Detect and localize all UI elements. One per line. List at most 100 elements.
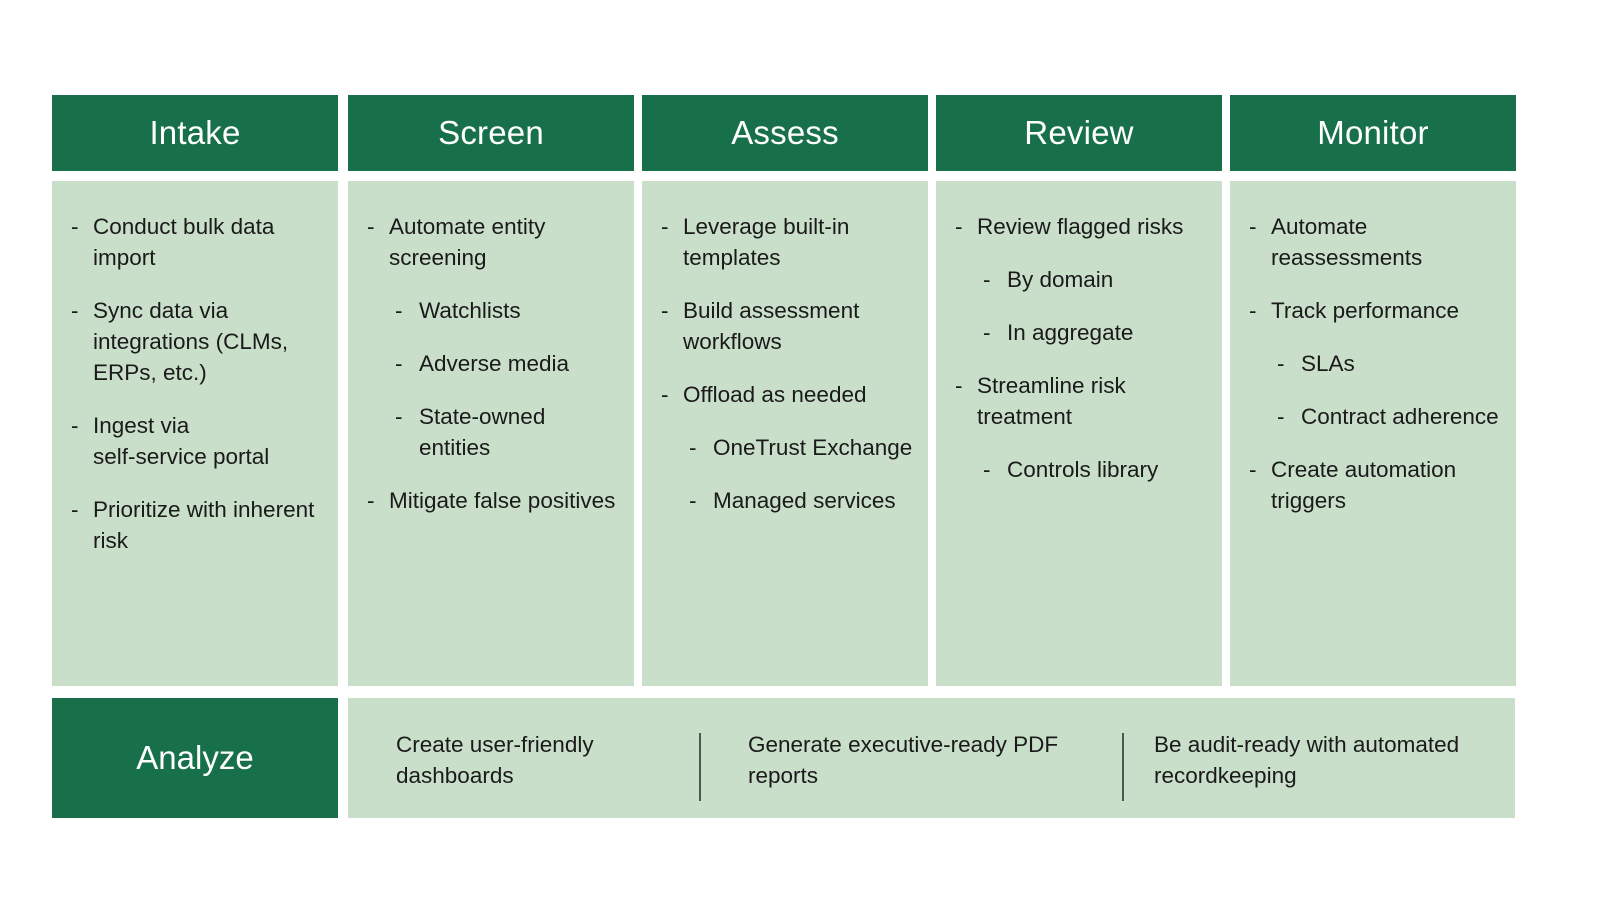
bullet-list: -Leverage built-in templates-Build asses… <box>656 211 914 516</box>
bullet-text: Leverage built-in templates <box>683 214 850 271</box>
bullet-item: -In aggregate <box>950 317 1208 348</box>
stage-body-assess: -Leverage built-in templates-Build asses… <box>642 181 928 686</box>
bullet-dash-icon: - <box>1277 351 1285 377</box>
bullet-dash-icon: - <box>1277 404 1285 430</box>
stage-header-intake: Intake <box>52 95 338 171</box>
analyze-divider <box>699 733 701 801</box>
bullet-item: -Mitigate false positives <box>362 485 620 516</box>
bullet-item: -By domain <box>950 264 1208 295</box>
stage-title: Review <box>1024 114 1134 151</box>
bullet-text: OneTrust Exchange <box>713 435 913 461</box>
stage-header-monitor: Monitor <box>1230 95 1516 171</box>
bullet-item: -Controls library <box>950 454 1208 485</box>
stage-body-monitor: -Automate reassessments-Track performanc… <box>1230 181 1516 686</box>
bullet-dash-icon: - <box>983 320 991 346</box>
bullet-text: Conduct bulk data import <box>93 214 275 271</box>
bullet-item: -Streamline risk treatment <box>950 370 1208 432</box>
bullet-dash-icon: - <box>71 497 79 523</box>
stage-body-review: -Review flagged risks-By domain-In aggre… <box>936 181 1222 686</box>
bullet-item: -Automate reassessments <box>1244 211 1502 273</box>
bullet-text: Automate entity screening <box>389 214 546 271</box>
bullet-text: Controls library <box>1007 457 1159 483</box>
bullet-item: -Build assessment workflows <box>656 295 914 357</box>
bullet-item: -Leverage built-in templates <box>656 211 914 273</box>
bullet-text: Sync data via integrations (CLMs, ERPs, … <box>93 298 289 386</box>
stage-title: Assess <box>731 114 839 151</box>
bullet-dash-icon: - <box>395 404 403 430</box>
bullet-item: -SLAs <box>1244 348 1502 379</box>
bullet-text: Mitigate false positives <box>389 488 616 514</box>
bullet-dash-icon: - <box>1249 214 1257 239</box>
bullet-dash-icon: - <box>955 214 963 239</box>
bullet-dash-icon: - <box>661 214 669 239</box>
bullet-dash-icon: - <box>689 488 697 514</box>
bullet-dash-icon: - <box>71 214 79 239</box>
stage-title: Monitor <box>1317 114 1429 151</box>
analyze-divider <box>1122 733 1124 801</box>
bullet-text: Review flagged risks <box>977 214 1184 239</box>
bullet-item: -Offload as needed <box>656 379 914 410</box>
bullet-item: -OneTrust Exchange <box>656 432 914 463</box>
bullet-text: Create automation triggers <box>1271 457 1457 514</box>
stage-body-screen: -Automate entity screening-Watchlists-Ad… <box>348 181 634 686</box>
bullet-dash-icon: - <box>71 413 79 439</box>
bullet-dash-icon: - <box>661 382 669 408</box>
bullet-text: Automate reassessments <box>1271 214 1423 271</box>
bullet-dash-icon: - <box>395 351 403 377</box>
analyze-label-block: Analyze <box>52 698 338 818</box>
bullet-text: Track performance <box>1271 298 1459 324</box>
analyze-item: Be audit-ready with automated recordkeep… <box>1154 732 1460 789</box>
stage-header-review: Review <box>936 95 1222 171</box>
analyze-label: Analyze <box>136 739 254 776</box>
bullet-text: Streamline risk treatment <box>977 373 1126 430</box>
stage-title: Screen <box>438 114 544 151</box>
bullet-dash-icon: - <box>71 298 79 324</box>
bullet-dash-icon: - <box>689 435 697 461</box>
bullet-item: -Review flagged risks <box>950 211 1208 242</box>
bullet-text: SLAs <box>1301 351 1355 377</box>
bullet-dash-icon: - <box>983 267 991 293</box>
bullet-item: -Create automation triggers <box>1244 454 1502 516</box>
bullet-text: In aggregate <box>1007 320 1134 346</box>
bullet-text: By domain <box>1007 267 1114 293</box>
bullet-text: State-owned entities <box>419 404 546 461</box>
bullet-dash-icon: - <box>367 488 375 514</box>
bullet-list: -Automate reassessments-Track performanc… <box>1244 211 1502 516</box>
stage-header-assess: Assess <box>642 95 928 171</box>
analyze-panel: Create user-friendly dashboards Generate… <box>348 698 1515 818</box>
bullet-dash-icon: - <box>955 373 963 399</box>
bullet-item: -Contract adherence <box>1244 401 1502 432</box>
bullet-dash-icon: - <box>1249 298 1257 324</box>
bullet-dash-icon: - <box>395 298 403 324</box>
bullet-item: -Ingest via self-service portal <box>66 410 324 472</box>
bullet-text: Prioritize with inherent risk <box>93 497 315 554</box>
stage-title: Intake <box>149 114 241 151</box>
bullet-item: -Track performance <box>1244 295 1502 326</box>
bullet-list: -Automate entity screening-Watchlists-Ad… <box>362 211 620 516</box>
bullet-text: Contract adherence <box>1301 404 1499 430</box>
bullet-text: Build assessment workflows <box>683 298 860 355</box>
analyze-item: Create user-friendly dashboards <box>396 732 594 789</box>
analyze-item: Generate executive-ready PDF reports <box>748 732 1059 789</box>
bullet-text: Managed services <box>713 488 896 514</box>
bullet-text: Watchlists <box>419 298 521 324</box>
bullet-list: -Conduct bulk data import-Sync data via … <box>66 211 324 556</box>
bullet-item: -Adverse media <box>362 348 620 379</box>
bullet-text: Ingest via self-service portal <box>93 413 270 470</box>
bullet-item: -Watchlists <box>362 295 620 326</box>
analyze-row: Analyze Create user-friendly dashboards … <box>0 698 1600 818</box>
bullet-item: -Managed services <box>656 485 914 516</box>
bullet-dash-icon: - <box>661 298 669 324</box>
bullet-text: Adverse media <box>419 351 570 377</box>
bullet-item: -Prioritize with inherent risk <box>66 494 324 556</box>
bullet-text: Offload as needed <box>683 382 867 408</box>
stage-header-screen: Screen <box>348 95 634 171</box>
bullet-dash-icon: - <box>367 214 375 239</box>
bullet-dash-icon: - <box>983 457 991 483</box>
bullet-item: -State-owned entities <box>362 401 620 463</box>
bullet-item: -Sync data via integrations (CLMs, ERPs,… <box>66 295 324 388</box>
bullet-item: -Conduct bulk data import <box>66 211 324 273</box>
bullet-item: -Automate entity screening <box>362 211 620 273</box>
bullet-dash-icon: - <box>1249 457 1257 483</box>
